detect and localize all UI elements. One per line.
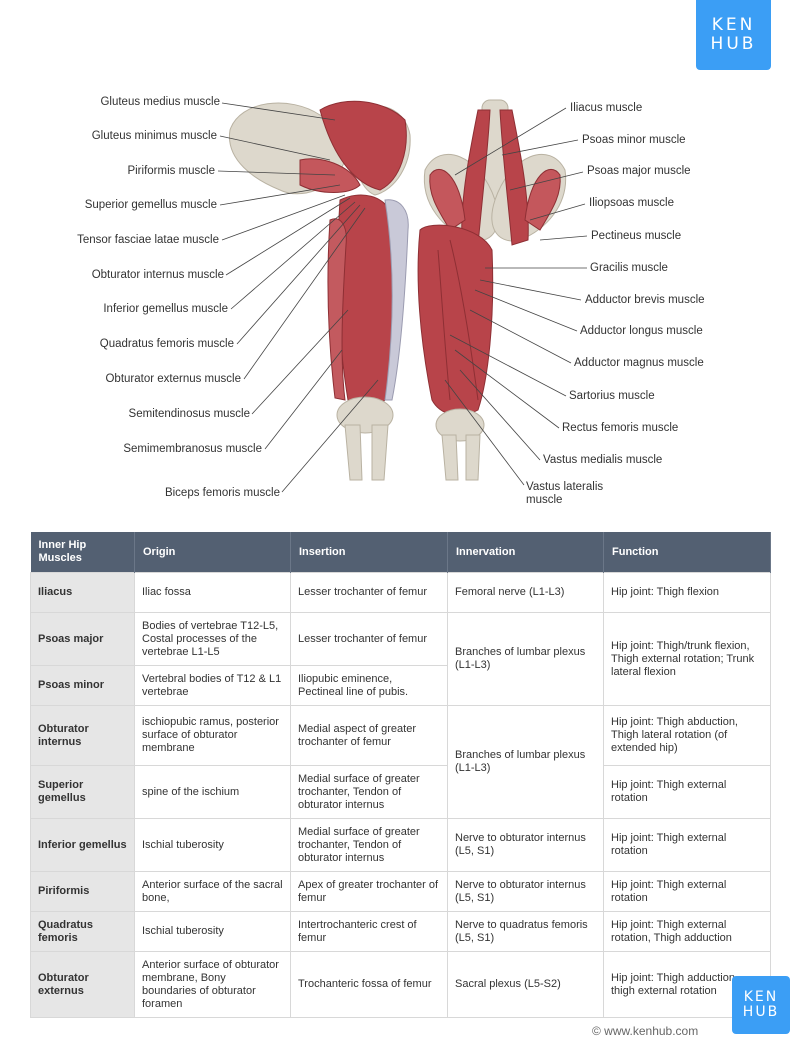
label-tensor-fasciae-latae: Tensor fasciae latae muscle — [77, 234, 219, 246]
label-sartorius: Sartorius muscle — [569, 390, 655, 402]
label-adductor-longus: Adductor longus muscle — [580, 325, 703, 337]
table-row: Superior gemellus spine of the ischium M… — [30, 765, 771, 819]
leader-lines-left — [217, 102, 379, 493]
origin-cell: ischiopubic ramus, posterior surface of … — [134, 705, 291, 766]
label-vastus-lateralis: Vastus lateralis muscle — [526, 481, 603, 507]
header-origin: Origin — [134, 532, 291, 573]
function-cell: Hip joint: Thigh external rotation — [603, 818, 771, 872]
insertion-cell: Medial aspect of greater trochanter of f… — [290, 705, 448, 766]
label-gluteus-medius: Gluteus medius muscle — [100, 96, 220, 108]
innervation-cell: Sacral plexus (L5-S2) — [447, 951, 604, 1018]
leader-lines-right — [444, 107, 588, 486]
origin-cell: spine of the ischium — [134, 765, 291, 819]
insertion-cell: Medial surface of greater trochanter, Te… — [290, 765, 448, 819]
label-gracilis: Gracilis muscle — [590, 262, 668, 274]
label-semimembranosus: Semimembranosus muscle — [123, 443, 262, 455]
innervation-cell: Nerve to obturator internus (L5, S1) — [447, 871, 604, 912]
label-semitendinosus: Semitendinosus muscle — [128, 408, 250, 420]
muscle-name: Superior gemellus — [30, 765, 135, 819]
label-quadratus-femoris: Quadratus femoris muscle — [99, 338, 234, 350]
table-row: Psoas major Bodies of vertebrae T12-L5, … — [30, 612, 771, 706]
label-biceps-femoris: Biceps femoris muscle — [164, 487, 280, 499]
muscle-name: Psoas minor — [30, 665, 135, 706]
table-row: Obturator internus ischiopubic ramus, po… — [30, 705, 771, 819]
origin-cell: Anterior surface of obturator membrane, … — [134, 951, 291, 1018]
table-row: Piriformis Anterior surface of the sacra… — [30, 871, 771, 912]
muscle-name: Obturator internus — [30, 705, 135, 766]
label-obturator-internus: Obturator internus muscle — [91, 269, 224, 281]
origin-cell: Ischial tuberosity — [134, 818, 291, 872]
inner-hip-muscles-table: Inner Hip Muscles Origin Insertion Inner… — [30, 532, 771, 1018]
label-superior-gemellus: Superior gemellus muscle — [84, 199, 217, 211]
innervation-cell: Branches of lumbar plexus (L1-L3) — [447, 705, 604, 819]
copyright[interactable]: © www.kenhub.com — [592, 1024, 699, 1038]
origin-cell: Iliac fossa — [134, 572, 291, 613]
insertion-cell: Trochanteric fossa of femur — [290, 951, 448, 1018]
muscle-name: Inferior gemellus — [30, 818, 135, 872]
table-row: Obturator externus Anterior surface of o… — [30, 951, 771, 1018]
label-vastus-lateralis-line-1: Vastus lateralis — [526, 481, 604, 493]
insertion-cell: Lesser trochanter of femur — [290, 612, 448, 666]
insertion-cell: Lesser trochanter of femur — [290, 572, 448, 613]
function-cell: Hip joint: Thigh flexion — [603, 572, 771, 613]
kenhub-logo[interactable]: KEN HUB — [696, 0, 771, 70]
table-row: Quadratus femoris Ischial tuberosity Int… — [30, 911, 771, 952]
label-iliopsoas: Iliopsoas muscle — [589, 197, 675, 209]
insertion-cell: Apex of greater trochanter of femur — [290, 871, 448, 912]
origin-cell: Ischial tuberosity — [134, 911, 291, 952]
muscle-name: Iliacus — [30, 572, 135, 613]
insertion-cell: Medial surface of greater trochanter, Te… — [290, 818, 448, 872]
table-header-row: Inner Hip Muscles Origin Insertion Inner… — [30, 532, 771, 573]
innervation-cell: Branches of lumbar plexus (L1-L3) — [447, 612, 604, 706]
table-row: Inferior gemellus Ischial tuberosity Med… — [30, 818, 771, 872]
label-gluteus-minimus: Gluteus minimus muscle — [91, 130, 217, 142]
function-cell: Hip joint: Thigh external rotation — [603, 765, 771, 819]
logo-line-2: HUB — [742, 1004, 780, 1020]
anterior-view — [417, 99, 567, 481]
muscle-name: Quadratus femoris — [30, 911, 135, 952]
logo-line-2: HUB — [710, 34, 757, 54]
insertion-cell: Iliopubic eminence, Pectineal line of pu… — [290, 665, 448, 706]
label-psoas-minor: Psoas minor muscle — [582, 134, 686, 146]
origin-cell: Vertebral bodies of T12 & L1 vertebrae — [134, 665, 291, 706]
label-iliacus: Iliacus muscle — [570, 102, 643, 114]
logo-line-1: KEN — [711, 15, 756, 35]
label-psoas-major: Psoas major muscle — [587, 165, 691, 177]
function-cell: Hip joint: Thigh external rotation — [603, 871, 771, 912]
innervation-cell: Nerve to quadratus femoris (L5, S1) — [447, 911, 604, 952]
anatomy-drawing — [217, 99, 588, 493]
table-row: Iliacus Iliac fossa Lesser trochanter of… — [30, 572, 771, 613]
innervation-cell: Femoral nerve (L1-L3) — [447, 572, 604, 613]
label-inferior-gemellus: Inferior gemellus muscle — [103, 303, 228, 315]
muscle-name: Piriformis — [30, 871, 135, 912]
label-pectineus: Pectineus muscle — [591, 230, 682, 242]
label-vastus-lateralis-line-2: muscle — [526, 494, 563, 506]
function-cell: Hip joint: Thigh/trunk flexion, Thigh ex… — [603, 612, 771, 706]
label-adductor-magnus: Adductor magnus muscle — [574, 357, 704, 369]
hip-muscles-illustration: Gluteus medius muscle Gluteus minimus mu… — [0, 80, 800, 520]
table-row: Psoas minor Vertebral bodies of T12 & L1… — [30, 665, 771, 706]
header-innervation: Innervation — [447, 532, 604, 573]
header-function: Function — [603, 532, 771, 573]
origin-cell: Bodies of vertebrae T12-L5, Costal proce… — [134, 612, 291, 666]
muscle-name: Psoas major — [30, 612, 135, 666]
function-cell: Hip joint: Thigh external rotation, Thig… — [603, 911, 771, 952]
insertion-cell: Intertrochanteric crest of femur — [290, 911, 448, 952]
header-muscle: Inner Hip Muscles — [30, 532, 135, 573]
label-adductor-brevis: Adductor brevis muscle — [585, 294, 705, 306]
logo-line-1: KEN — [743, 989, 779, 1005]
posterior-view — [229, 100, 411, 481]
label-obturator-externus: Obturator externus muscle — [105, 373, 241, 385]
header-insertion: Insertion — [290, 532, 448, 573]
origin-cell: Anterior surface of the sacral bone, — [134, 871, 291, 912]
label-vastus-medialis: Vastus medialis muscle — [543, 454, 663, 466]
function-cell: Hip joint: Thigh abduction, Thigh latera… — [603, 705, 771, 766]
label-rectus-femoris: Rectus femoris muscle — [562, 422, 679, 434]
kenhub-logo-small[interactable]: KEN HUB — [732, 976, 790, 1034]
label-piriformis: Piriformis muscle — [127, 165, 215, 177]
innervation-cell: Nerve to obturator internus (L5, S1) — [447, 818, 604, 872]
muscle-name: Obturator externus — [30, 951, 135, 1018]
